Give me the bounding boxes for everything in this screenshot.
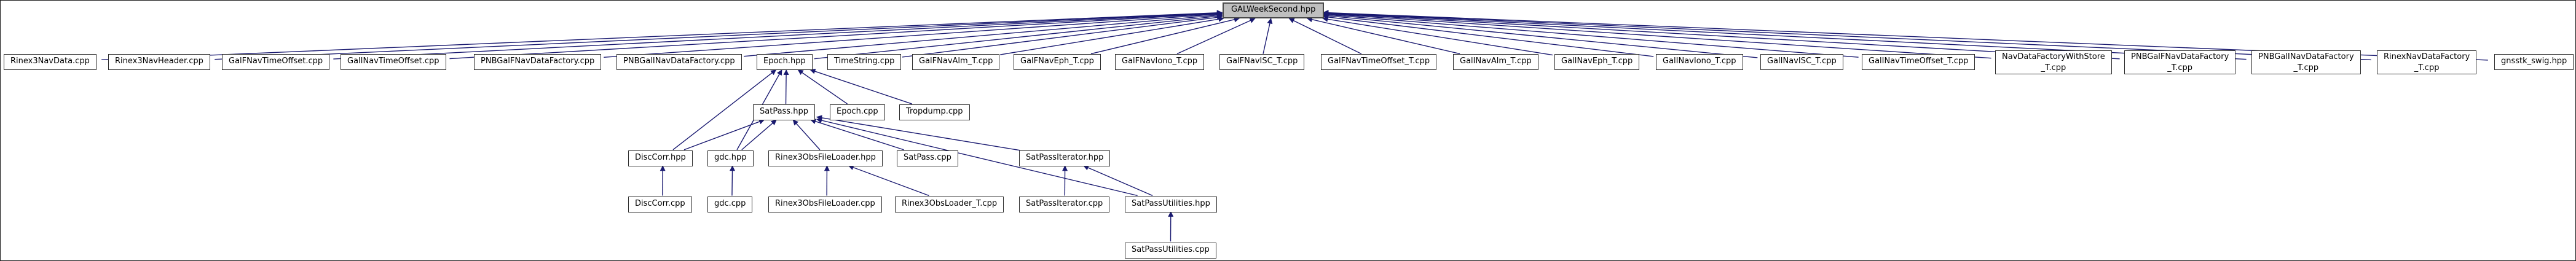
node-epoch-cpp[interactable]: Epoch.cpp	[830, 104, 885, 120]
edge-galinaveph-t-cpp-to-galweeksecond-hpp	[1322, 16, 1553, 56]
edge-rinex3navdata-cpp-to-galweeksecond-hpp	[101, 10, 1223, 61]
node-satpassiterator-cpp[interactable]: SatPassIterator.cpp	[1019, 197, 1110, 212]
edge-galfnavtimeoffset-cpp-to-galweeksecond-hpp	[333, 10, 1223, 60]
node-tropdump-cpp[interactable]: Tropdump.cpp	[899, 104, 970, 120]
node-galfnavtimeoffset-cpp[interactable]: GalFNavTimeOffset.cpp	[222, 54, 330, 70]
node-gnsstk-swig-hpp[interactable]: gnsstk_swig.hpp	[2494, 54, 2574, 70]
node-gdc-hpp[interactable]: gdc.hpp	[707, 150, 754, 166]
edge-satpassutilities-hpp-to-satpassiterator-hpp	[1083, 165, 1153, 197]
edge-epoch-cpp-to-epoch-hpp	[797, 69, 848, 104]
edge-galfnaveph-t-cpp-to-galweeksecond-hpp	[1090, 17, 1240, 55]
edge-galinaviono-t-cpp-to-galweeksecond-hpp	[1323, 14, 1654, 57]
edge-disccorr-hpp-to-satpass-hpp	[683, 119, 765, 150]
edge-rinex3navheader-cpp-to-galweeksecond-hpp	[215, 10, 1223, 60]
node-disccorr-hpp[interactable]: DiscCorr.hpp	[628, 150, 693, 166]
edge-epoch-hpp-to-galweeksecond-hpp	[814, 14, 1223, 60]
node-galfnavisc-t-cpp[interactable]: GalFNavISC_T.cpp	[1219, 54, 1305, 70]
edge-galinavisc-t-cpp-to-galweeksecond-hpp	[1323, 13, 1758, 58]
edge-pnbgalinavdatafactory-cpp-to-galweeksecond-hpp	[744, 12, 1223, 57]
edge-galfnavisc-t-cpp-to-galweeksecond-hpp	[1262, 18, 1273, 54]
node-timestring-cpp[interactable]: TimeString.cpp	[827, 54, 902, 70]
node-satpassiterator-hpp[interactable]: SatPassIterator.hpp	[1019, 150, 1111, 166]
edge-satpass-hpp-to-epoch-hpp	[783, 69, 789, 104]
root-node-galweeksecond-hpp: GALWeekSecond.hpp	[1223, 2, 1325, 18]
edge-disccorr-hpp-to-epoch-hpp	[672, 69, 777, 150]
node-rinex3navdata-cpp[interactable]: Rinex3NavData.cpp	[4, 54, 97, 70]
node-pnbgalfnavdatafactory-cpp[interactable]: PNBGalFNavDataFactory.cpp	[474, 54, 602, 70]
node-pnbgalinavdatafactory-cpp[interactable]: PNBGalINavDataFactory.cpp	[616, 54, 742, 70]
node-navdatafactorywithstore-t-cpp[interactable]: NavDataFactoryWithStore _T.cpp	[1995, 50, 2112, 75]
edge-gdc-hpp-to-satpass-hpp	[741, 119, 777, 150]
node-galfnaveph-t-cpp[interactable]: GalFNavEph_T.cpp	[1014, 54, 1101, 70]
edge-pnbgalfnavdatafactory-t-cpp-to-galweeksecond-hpp	[1323, 10, 2120, 60]
edge-galinavtimeoffset-t-cpp-to-galweeksecond-hpp	[1323, 12, 1859, 58]
node-galinaveph-t-cpp[interactable]: GalINavEph_T.cpp	[1554, 54, 1640, 70]
edge-galfnavtimeoffset-t-cpp-to-galweeksecond-hpp	[1288, 18, 1362, 55]
edge-gdc-cpp-to-gdc-hpp	[730, 165, 735, 196]
node-rinex3obsloader-t-cpp[interactable]: Rinex3ObsLoader_T.cpp	[895, 197, 1004, 212]
node-gdc-cpp[interactable]: gdc.cpp	[707, 197, 753, 212]
edge-pnbgalfnavdatafactory-cpp-to-galweeksecond-hpp	[604, 11, 1223, 58]
node-galinavisc-t-cpp[interactable]: GalINavISC_T.cpp	[1760, 54, 1843, 70]
edge-galinavtimeoffset-cpp-to-galweeksecond-hpp	[449, 10, 1223, 60]
node-galinavalm-t-cpp[interactable]: GalINavAlm_T.cpp	[1453, 54, 1538, 70]
node-galfnavtimeoffset-t-cpp[interactable]: GalFNavTimeOffset_T.cpp	[1321, 54, 1437, 70]
edge-satpass-cpp-to-satpass-hpp	[810, 119, 904, 150]
node-pnbgalinavdatafactory-t-cpp[interactable]: PNBGalINavDataFactory _T.cpp	[2251, 50, 2361, 75]
edge-rinex3obsloader-t-cpp-to-rinex3obsfileloader-hpp	[848, 165, 929, 197]
node-rinex3obsfileloader-cpp[interactable]: Rinex3ObsFileLoader.cpp	[768, 197, 882, 212]
node-epoch-hpp[interactable]: Epoch.hpp	[757, 54, 813, 70]
node-galfnaviono-t-cpp[interactable]: GalFNavIono_T.cpp	[1115, 54, 1205, 70]
edge-satpassiterator-hpp-to-satpass-hpp	[816, 115, 1020, 151]
edge-satpassutilities-hpp-to-satpass-hpp	[816, 117, 1138, 197]
edge-galfnaviono-t-cpp-to-galweeksecond-hpp	[1176, 18, 1256, 55]
node-rinex3obsfileloader-hpp[interactable]: Rinex3ObsFileLoader.hpp	[768, 150, 883, 166]
node-galinavtimeoffset-cpp[interactable]: GalINavTimeOffset.cpp	[341, 54, 446, 70]
edge-galfnavalm-t-cpp-to-galweeksecond-hpp	[1000, 16, 1224, 55]
edge-tropdump-cpp-to-epoch-hpp	[809, 68, 912, 104]
node-rinex3navheader-cpp[interactable]: Rinex3NavHeader.cpp	[108, 54, 210, 70]
node-satpassutilities-cpp[interactable]: SatPassUtilities.cpp	[1125, 243, 1216, 259]
edge-galinavalm-t-cpp-to-galweeksecond-hpp	[1306, 17, 1460, 55]
node-galfnavalm-t-cpp[interactable]: GalFNavAlm_T.cpp	[912, 54, 1000, 70]
node-pnbgalfnavdatafactory-t-cpp[interactable]: PNBGalFNavDataFactory _T.cpp	[2124, 50, 2236, 75]
edge-timestring-cpp-to-galweeksecond-hpp	[902, 14, 1223, 58]
node-galinaviono-t-cpp[interactable]: GalINavIono_T.cpp	[1656, 54, 1743, 70]
node-disccorr-cpp[interactable]: DiscCorr.cpp	[628, 197, 692, 212]
node-satpass-hpp[interactable]: SatPass.hpp	[753, 104, 815, 120]
node-satpassutilities-hpp[interactable]: SatPassUtilities.hpp	[1125, 197, 1217, 212]
edge-navdatafactorywithstore-t-cpp-to-galweeksecond-hpp	[1323, 11, 1991, 59]
node-galinavtimeoffset-t-cpp[interactable]: GalINavTimeOffset_T.cpp	[1862, 54, 1975, 70]
edge-rinex3obsfileloader-hpp-to-satpass-hpp	[792, 119, 821, 150]
node-rinexnavdatafactory-t-cpp[interactable]: RinexNavDataFactory _T.cpp	[2377, 50, 2477, 75]
node-satpass-cpp[interactable]: SatPass.cpp	[897, 150, 958, 166]
